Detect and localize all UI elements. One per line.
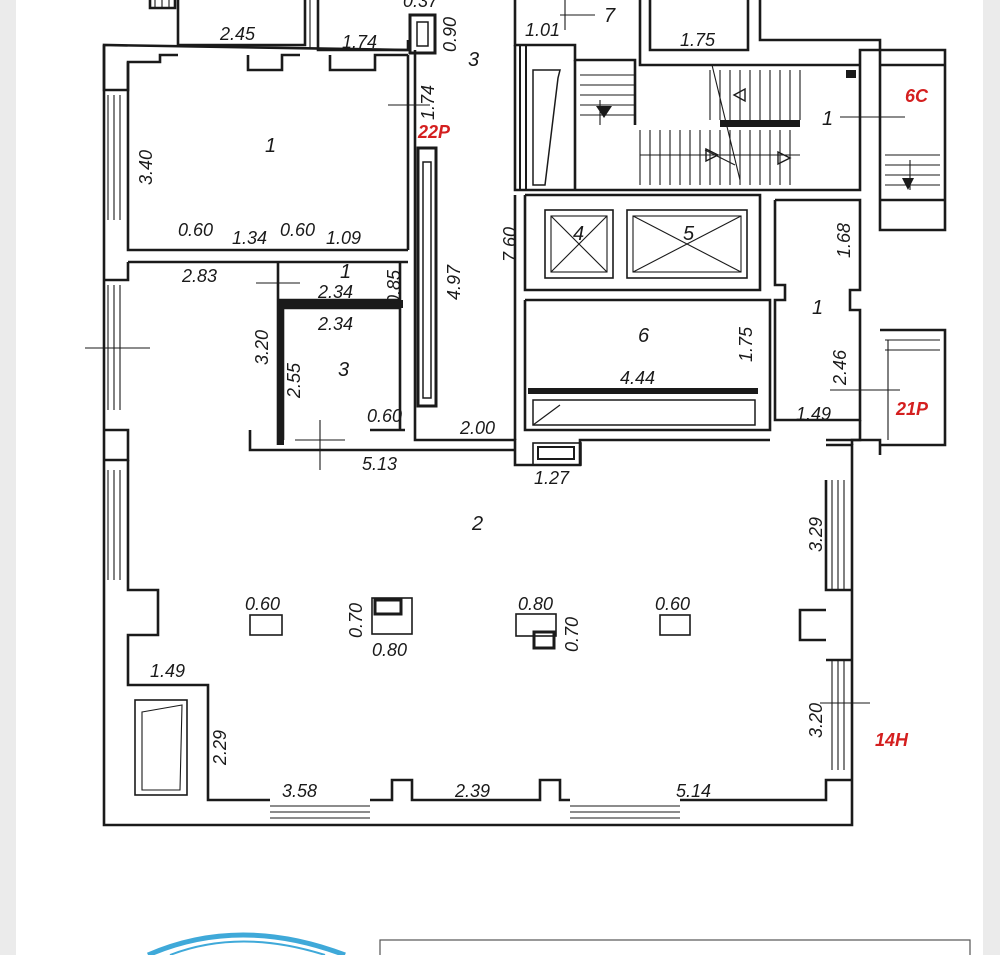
room-number: 4 [573, 223, 584, 245]
dimension-label: 1.49 [150, 661, 185, 681]
dimension-label: 0.60 [245, 594, 280, 614]
room-number: 7 [604, 5, 616, 27]
dimension-label: 1.34 [232, 228, 267, 248]
dimension-label: 1.74 [342, 32, 377, 52]
dimension-label: 1.27 [534, 468, 570, 488]
room-number: 1 [812, 297, 823, 319]
dimension-label: 0.90 [440, 17, 460, 52]
document-page [16, 0, 983, 955]
dimension-label: 3.20 [252, 330, 272, 365]
dimension-label: 0.70 [346, 603, 366, 638]
room-number: 1 [265, 135, 276, 157]
dimension-label: 1.68 [834, 223, 854, 258]
dimension-label: 0.60 [655, 594, 690, 614]
room-number: 2 [471, 513, 483, 535]
dimension-label: 2.29 [210, 730, 230, 766]
dimension-label: 2.45 [219, 24, 256, 44]
dimension-label: 2.83 [181, 266, 217, 286]
dimension-label: 5.13 [362, 454, 397, 474]
dimension-label: 0.80 [372, 640, 407, 660]
dimension-label: 0.85 [384, 269, 404, 305]
dimension-label: 1.74 [418, 85, 438, 120]
dimension-label: 3.29 [806, 517, 826, 552]
dimension-label: 2.00 [459, 418, 495, 438]
dimension-labels: 2.45 1.74 0.37 0.90 1.01 1.75 1.74 3.40 … [136, 0, 854, 801]
dimension-label: 4.97 [444, 264, 464, 300]
dimension-label: 2.39 [454, 781, 490, 801]
title-block-frame [379, 939, 971, 955]
dimension-label: 2.55 [284, 362, 304, 399]
stamp-arc-inner [169, 940, 326, 955]
dimension-label: 2.46 [830, 349, 850, 386]
dimension-label: 0.60 [178, 220, 213, 240]
room-numbers: 1 1 3 2 3 7 1 4 5 6 1 [265, 5, 833, 535]
stair-block-walls [513, 0, 947, 447]
lift-shafts [544, 209, 748, 279]
dimension-label: 0.80 [518, 594, 553, 614]
marker-label: 14Н [875, 730, 909, 750]
dimension-label: 3.58 [282, 781, 317, 801]
dimension-label: 0.37 [403, 0, 439, 11]
dimension-label: 4.44 [620, 368, 655, 388]
marker-label: 6С [905, 86, 929, 106]
room-number: 1 [822, 108, 833, 130]
room-number: 3 [468, 49, 479, 71]
room-number: 5 [683, 223, 695, 245]
stamp-arc [147, 932, 346, 955]
room-number: 3 [338, 359, 349, 381]
stairs [532, 64, 940, 426]
marker-label: 21Р [895, 399, 929, 419]
dimension-label: 3.20 [806, 703, 826, 738]
section-markers: 22Р 6С 21Р 14Н [417, 86, 929, 750]
dimension-label: 2.34 [317, 282, 353, 302]
dimension-label: 1.49 [796, 404, 831, 424]
dimension-label: 5.14 [676, 781, 711, 801]
marker-label: 22Р [417, 122, 451, 142]
dimension-label: 0.60 [367, 406, 402, 426]
dimension-label: 1.75 [680, 30, 716, 50]
dimension-label: 7.60 [500, 227, 520, 262]
dimension-label: 1.75 [736, 326, 756, 362]
room-number: 6 [638, 325, 650, 347]
leader-lines [85, 0, 905, 704]
dimension-label: 1.09 [326, 228, 361, 248]
dimension-label: 0.60 [280, 220, 315, 240]
dimension-label: 0.70 [562, 617, 582, 652]
partitions [278, 13, 758, 445]
dimension-label: 1.01 [525, 20, 560, 40]
exterior-walls [102, 0, 882, 827]
columns [134, 442, 691, 796]
dimension-label: 3.40 [136, 150, 156, 185]
dimension-label: 2.34 [317, 314, 353, 334]
room-number: 1 [340, 261, 351, 283]
